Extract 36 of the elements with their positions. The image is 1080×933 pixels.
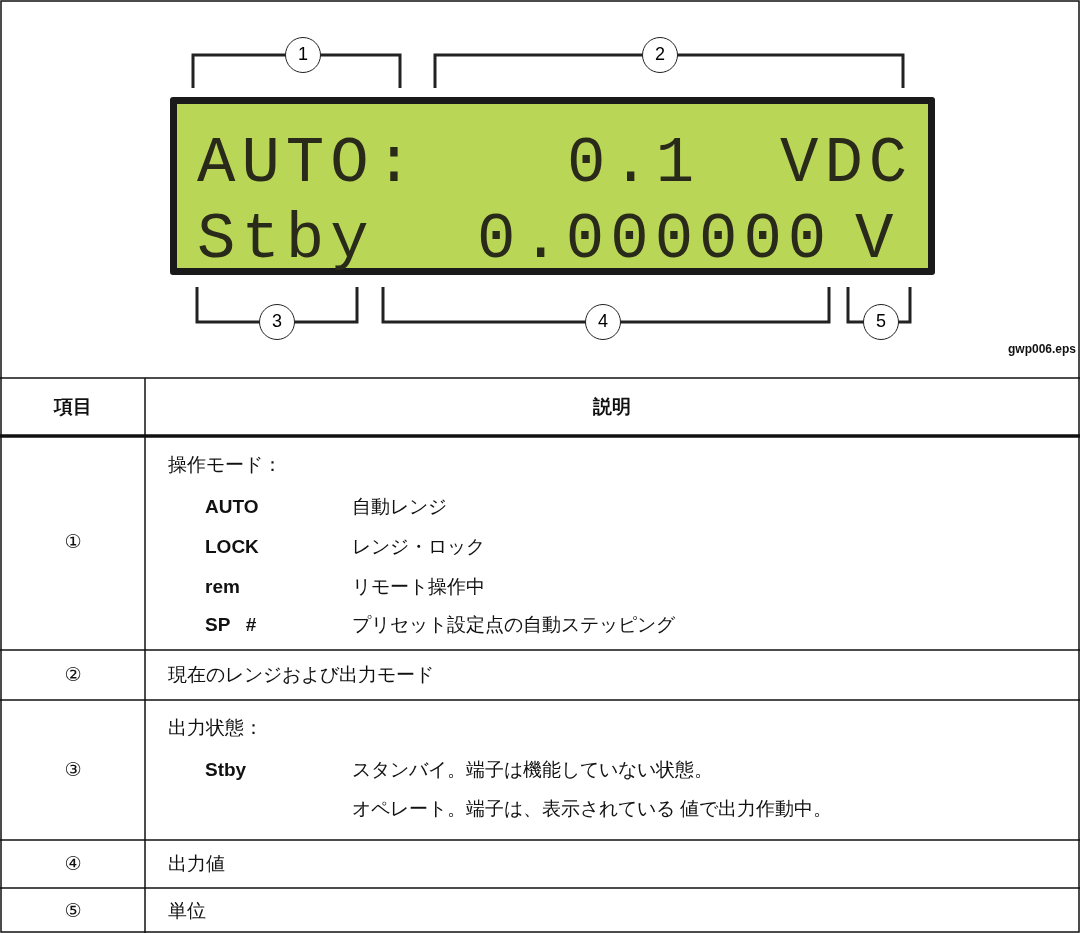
description-text: スタンバイ。端子は機能していない状態。 [352, 758, 713, 782]
callout-number: 3 [259, 304, 295, 340]
column-header: 説明 [593, 395, 631, 419]
term-text: LOCK [205, 535, 259, 559]
term-text: rem [205, 575, 240, 599]
callout-number: 4 [585, 304, 621, 340]
lcd-display [170, 97, 935, 275]
item-number: ① [64, 530, 82, 554]
display-readout: 0.000000 [477, 208, 833, 272]
callout-number: 2 [642, 37, 678, 73]
item-number: ② [64, 663, 82, 687]
file-name: gwp006.eps [1008, 342, 1077, 357]
display-readout: V [855, 208, 900, 272]
callout-number: 1 [285, 37, 321, 73]
term-text: SP # [205, 613, 257, 637]
display-readout: Stby [197, 208, 375, 272]
description-text: 出力状態： [168, 716, 263, 740]
term-text: AUTO [205, 495, 259, 519]
description-text: 自動レンジ [352, 495, 447, 519]
display-readout: AUTO: [197, 132, 420, 196]
column-header: 項目 [54, 395, 92, 419]
term-text: Stby [205, 758, 247, 782]
description-text: 単位 [168, 899, 206, 923]
display-readout: 0.1 [567, 132, 701, 196]
description-text: 出力値 [168, 852, 225, 876]
description-text: プリセット設定点の自動ステッピング [352, 613, 675, 637]
description-text: 現在のレンジおよび出力モード [168, 663, 434, 687]
display-readout: VDC [780, 132, 914, 196]
item-number: ③ [64, 758, 82, 782]
description-text: オペレート。端子は、表示されている 値で出力作動中。 [352, 797, 833, 821]
description-text: レンジ・ロック [352, 535, 485, 559]
item-number: ⑤ [64, 899, 82, 923]
callout-number: 5 [863, 304, 899, 340]
description-text: リモート操作中 [352, 575, 485, 599]
item-number: ④ [64, 852, 82, 876]
description-text: 操作モード： [168, 453, 282, 477]
